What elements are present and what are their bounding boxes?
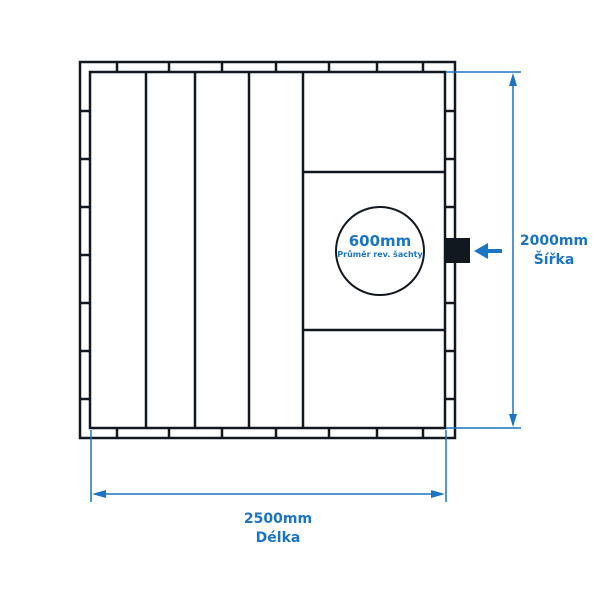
inlet-pipe	[445, 238, 470, 263]
arrow-left-icon	[474, 243, 502, 259]
shaft-diameter: 600mm	[348, 232, 412, 250]
length-label: Délka	[255, 530, 301, 546]
shaft-caption: Průměr rev. šachty	[337, 250, 423, 259]
length-value: 2500mm	[243, 511, 313, 527]
width-value: 2000mm	[519, 233, 589, 249]
length-dimension	[90, 430, 447, 502]
width-label: Šířka	[533, 252, 575, 268]
width-dimension	[446, 71, 521, 429]
inspection-shaft-circle	[335, 206, 425, 296]
